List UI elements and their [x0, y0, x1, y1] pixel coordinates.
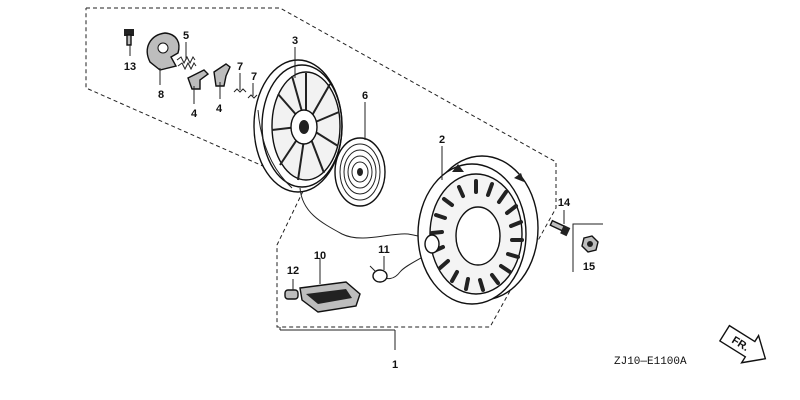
callout-11: 11	[378, 244, 390, 256]
ratchet-part-4b	[213, 63, 231, 87]
bolt-part-13	[124, 29, 134, 46]
callout-13: 13	[124, 61, 136, 73]
callout-8: 8	[158, 89, 164, 101]
callout-4a: 4	[191, 108, 198, 120]
rope-guide-part-11	[369, 265, 388, 283]
drawing-code: ZJ10—E1100A	[614, 356, 687, 368]
callout-4b: 4	[216, 103, 223, 115]
grip-insert-part-12	[284, 289, 299, 300]
callout-3: 3	[292, 35, 298, 47]
callout-5: 5	[183, 30, 189, 42]
recoil-spring-part-6	[334, 137, 386, 207]
spring-part-7b	[247, 94, 258, 99]
callout-7a: 7	[237, 61, 243, 73]
bolt-part-14	[549, 219, 571, 237]
grip-part-10	[299, 281, 361, 313]
callout-1: 1	[392, 359, 398, 371]
ratchet-guide-part-8	[146, 32, 180, 71]
spring-part-7a	[233, 88, 247, 93]
callout-14: 14	[558, 197, 571, 209]
callout-10: 10	[314, 250, 326, 262]
reel-pulley-part-3	[253, 59, 343, 193]
callout-12: 12	[287, 265, 299, 277]
ratchet-part-4a	[187, 69, 210, 90]
callout-7b: 7	[251, 71, 257, 83]
assembly-outline	[85, 7, 557, 328]
front-direction-arrow: FR.	[718, 324, 767, 364]
callout-15: 15	[583, 261, 595, 273]
callout-6: 6	[362, 90, 368, 102]
bracket-14-15	[572, 223, 603, 272]
nut-part-15	[581, 235, 599, 253]
starter-case-part-2	[417, 155, 539, 305]
callout-2: 2	[439, 134, 445, 146]
spring-part-5	[176, 55, 197, 71]
